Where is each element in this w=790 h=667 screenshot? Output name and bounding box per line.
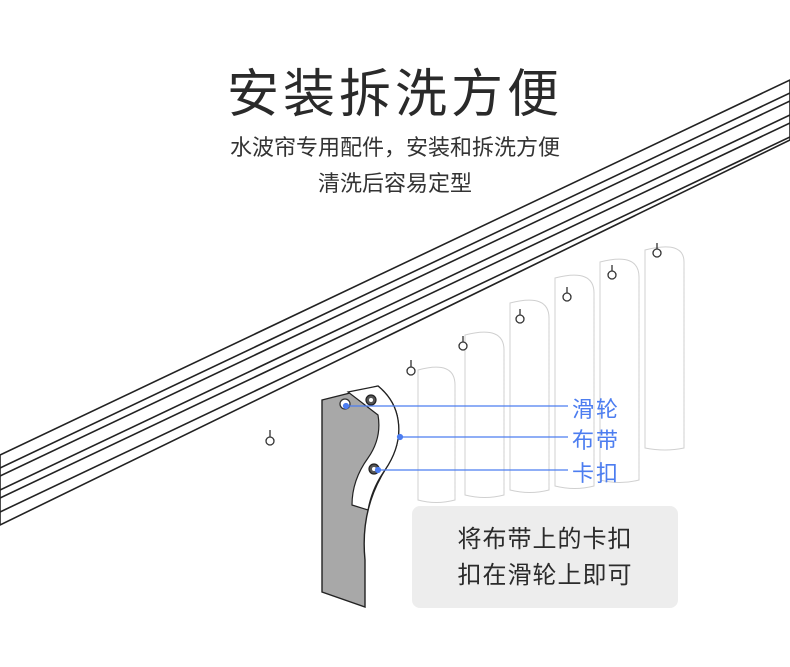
curtain-wave-6 — [644, 246, 685, 451]
curtain-waves — [417, 246, 685, 503]
callout-lines — [342, 402, 568, 474]
note-line-1: 将布带上的卡扣 — [457, 525, 633, 553]
curtain-wave-2 — [464, 331, 505, 498]
subtitle-line-2: 清洗后容易定型 — [317, 172, 472, 197]
callout-tape-label: 布带 — [572, 429, 621, 454]
glide-6 — [607, 265, 617, 280]
callout-slider-label: 滑轮 — [572, 398, 621, 423]
note-line-2: 扣在滑轮上即可 — [457, 561, 633, 589]
track-glides — [265, 243, 662, 446]
curtain-wave-1 — [417, 366, 456, 503]
glide-5 — [562, 287, 572, 302]
glide-3 — [458, 336, 468, 351]
instruction-note: 将布带上的卡扣 扣在滑轮上即可 — [412, 506, 678, 608]
subtitle-line-1: 水波帘专用配件，安装和拆洗方便 — [229, 136, 560, 161]
page-title: 安装拆洗方便 — [226, 65, 563, 125]
curtain-wave-3 — [509, 299, 550, 493]
curtain-fold-lines — [454, 268, 685, 500]
curtain-end-panel — [321, 385, 400, 608]
curtain-wave-4 — [554, 274, 595, 489]
glide-1 — [265, 430, 275, 446]
curtain-track — [0, 79, 790, 526]
glide-7 — [652, 243, 662, 258]
glide-4 — [515, 309, 525, 324]
callout-hook-label: 卡扣 — [572, 462, 621, 487]
glide-2 — [406, 360, 416, 376]
